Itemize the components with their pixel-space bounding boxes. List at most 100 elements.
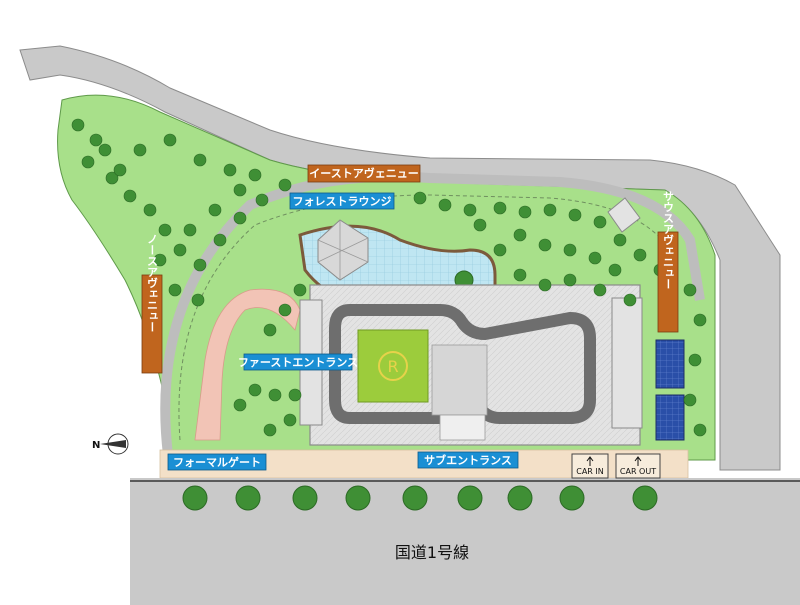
- tree: [683, 393, 697, 407]
- tree: [263, 323, 277, 337]
- tree: [163, 133, 177, 147]
- tree: [288, 388, 302, 402]
- tree: [248, 383, 262, 397]
- north-compass-icon: N: [92, 433, 129, 455]
- roadside-tree: [507, 485, 533, 511]
- roadside-tree: [402, 485, 428, 511]
- tree: [563, 273, 577, 287]
- courtyard-mark: R: [387, 357, 398, 376]
- car-out-text: CAR OUT: [620, 467, 656, 476]
- tree: [513, 268, 527, 282]
- roadside-tree: [292, 485, 318, 511]
- road-name: 国道1号線: [395, 543, 469, 562]
- arrow-up-icon: [634, 456, 642, 466]
- tree: [278, 178, 292, 192]
- tree: [123, 189, 137, 203]
- main-building: R: [299, 284, 643, 446]
- formal-gate-text: フォーマルゲート: [173, 455, 261, 469]
- tree: [513, 228, 527, 242]
- tree: [538, 278, 552, 292]
- tree: [81, 155, 95, 169]
- tree: [158, 223, 172, 237]
- first-entrance-label: ファーストエントランス: [238, 353, 358, 371]
- tree: [193, 258, 207, 272]
- car-in-sign: CAR IN: [571, 453, 609, 479]
- tree: [233, 211, 247, 225]
- tree: [183, 223, 197, 237]
- roadside-tree: [182, 485, 208, 511]
- tree: [293, 283, 307, 297]
- tree: [688, 353, 702, 367]
- north-avenue-text: ノースアヴェニュー: [146, 234, 159, 333]
- car-in-text: CAR IN: [576, 467, 604, 476]
- tree: [168, 283, 182, 297]
- tree: [593, 215, 607, 229]
- tree: [278, 303, 292, 317]
- forest-lounge-label: フォレストラウンジ: [289, 192, 395, 210]
- tree: [563, 243, 577, 257]
- tree: [133, 143, 147, 157]
- sub-entrance-text: サブエントランス: [424, 453, 512, 467]
- solar-panel-north: [655, 339, 685, 389]
- south-avenue-text: サウスアヴェニュー: [662, 190, 675, 289]
- tree: [191, 293, 205, 307]
- tree: [473, 218, 487, 232]
- solar-panel-south: [655, 394, 685, 441]
- tree: [89, 133, 103, 147]
- tree: [248, 168, 262, 182]
- tree: [113, 163, 127, 177]
- roadside-tree: [632, 485, 658, 511]
- arrow-up-icon: [586, 456, 594, 466]
- tree: [633, 248, 647, 262]
- south-avenue-label: サウスアヴェニュー: [657, 190, 679, 333]
- tree: [105, 171, 119, 185]
- tree: [268, 388, 282, 402]
- tree: [593, 283, 607, 297]
- first-entrance-text: ファーストエントランス: [238, 356, 358, 369]
- tree: [588, 251, 602, 265]
- roadside-tree: [345, 485, 371, 511]
- garden-path: [194, 288, 301, 441]
- tree: [193, 153, 207, 167]
- tree: [438, 198, 452, 212]
- tree: [543, 203, 557, 217]
- formal-gate-label: フォーマルゲート: [167, 453, 267, 471]
- tree: [255, 193, 269, 207]
- tree: [153, 253, 167, 267]
- tree: [283, 413, 297, 427]
- east-avenue-text: イーストアヴェニュー: [309, 166, 418, 180]
- car-out-sign: CAR OUT: [615, 453, 661, 479]
- tree: [413, 191, 427, 205]
- tree: [693, 313, 707, 327]
- tree: [518, 205, 532, 219]
- tree: [623, 293, 637, 307]
- tree: [71, 118, 85, 132]
- inner-loop-road: [160, 171, 705, 456]
- forest-lounge-text: フォレストラウンジ: [293, 195, 392, 208]
- tree: [463, 203, 477, 217]
- roadside-tree: [457, 485, 483, 511]
- roadside-tree: [559, 485, 585, 511]
- tree: [98, 143, 112, 157]
- tree: [568, 208, 582, 222]
- tree: [173, 243, 187, 257]
- tree: [143, 203, 157, 217]
- gazebo: [607, 197, 641, 233]
- tree: [613, 233, 627, 247]
- tree: [233, 398, 247, 412]
- roadside-tree: [235, 485, 261, 511]
- tree: [233, 183, 247, 197]
- tree: [683, 283, 697, 297]
- tree: [608, 263, 622, 277]
- tree: [493, 201, 507, 215]
- tree: [263, 423, 277, 437]
- trees: [71, 118, 707, 511]
- tree: [693, 423, 707, 437]
- tree: [493, 243, 507, 257]
- north-avenue-label: ノースアヴェニュー: [141, 234, 163, 374]
- tree: [213, 233, 227, 247]
- east-avenue-label: イーストアヴェニュー: [307, 164, 421, 183]
- compass-n-label: N: [92, 440, 100, 451]
- perimeter-road: [19, 45, 781, 471]
